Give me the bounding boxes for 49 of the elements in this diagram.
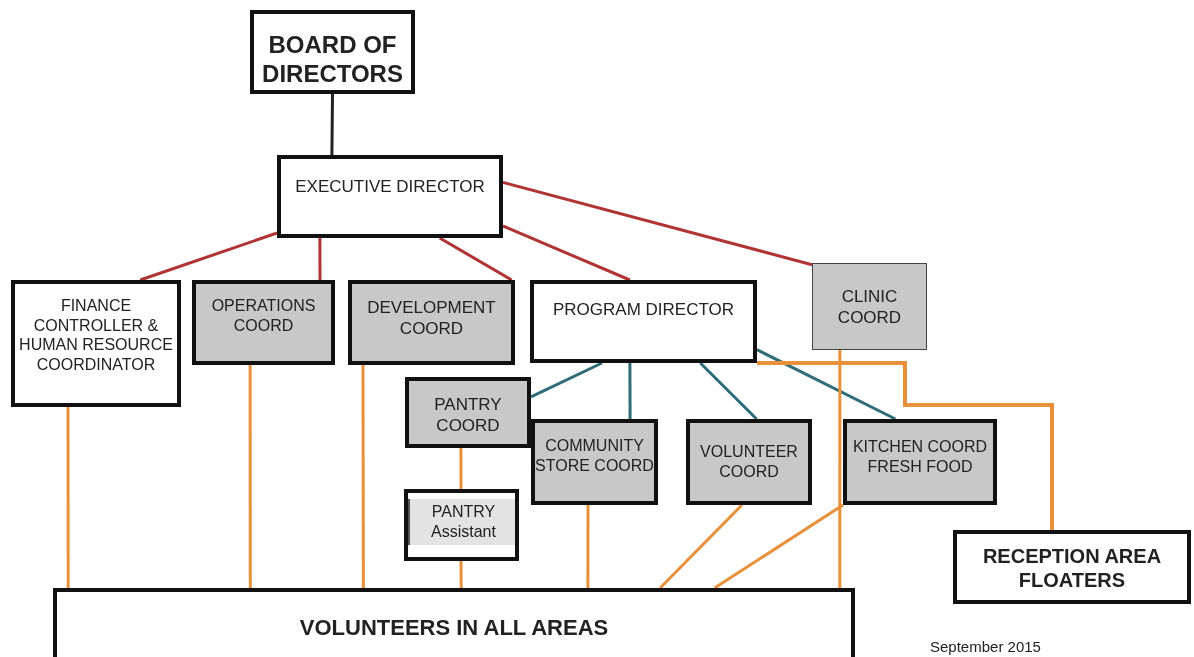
role-title: RECEPTION AREA FLOATERS <box>981 544 1163 593</box>
connector-line <box>699 361 758 421</box>
connector-line <box>459 561 463 588</box>
role-box <box>277 155 503 238</box>
connector-line <box>502 224 631 282</box>
role-box <box>953 530 1191 604</box>
role-box-shaded <box>843 419 997 505</box>
connector-line <box>438 236 513 282</box>
role-box-shaded <box>812 263 927 350</box>
role-title: PANTRY Assistant <box>430 502 497 542</box>
role-box <box>53 588 855 657</box>
connector-line <box>659 503 743 590</box>
role-title: PANTRY COORD <box>433 395 503 437</box>
connector-line <box>139 231 278 282</box>
role-title: VOLUNTEER COORD <box>699 442 799 482</box>
role-title: FINANCE CONTROLLER & HUMAN RESOURCE COORDINATOR <box>18 296 174 375</box>
role-title: COMMUNITY STORE COORD <box>535 436 654 476</box>
role-title: VOLUNTEERS IN ALL AREAS <box>299 615 609 642</box>
connector-line <box>502 180 813 267</box>
connector-line <box>756 348 897 421</box>
connector-line <box>628 363 632 419</box>
role-box <box>250 10 415 94</box>
role-box <box>404 489 519 561</box>
role-box-shaded <box>531 419 658 505</box>
connector-line <box>757 361 1054 530</box>
role-title: CLINIC COORD <box>836 287 903 329</box>
connector-line <box>459 448 463 489</box>
role-title: PROGRAM DIRECTOR <box>552 300 734 321</box>
role-title: BOARD OF DIRECTORS <box>261 30 404 89</box>
role-box-shaded <box>405 377 531 448</box>
date-note: September 2015 <box>930 638 1041 655</box>
connector-line <box>248 365 252 588</box>
connector-line <box>330 94 334 155</box>
connector-line <box>713 503 844 590</box>
connector-line <box>66 407 70 588</box>
connector-line <box>586 505 590 588</box>
role-box-shaded <box>192 280 335 365</box>
connector-line <box>361 365 365 588</box>
connector-line <box>318 238 322 280</box>
connector-line <box>530 361 603 399</box>
role-box-shaded <box>348 280 515 365</box>
role-title: KITCHEN COORD FRESH FOOD <box>851 437 989 477</box>
role-title: DEVELOPMENT COORD <box>366 298 497 340</box>
role-box-shaded <box>686 419 812 505</box>
role-title: EXECUTIVE DIRECTOR <box>295 177 485 198</box>
connector-line <box>838 350 842 588</box>
role-title: OPERATIONS COORD <box>210 296 317 336</box>
role-box <box>530 280 757 363</box>
role-box <box>11 280 181 407</box>
